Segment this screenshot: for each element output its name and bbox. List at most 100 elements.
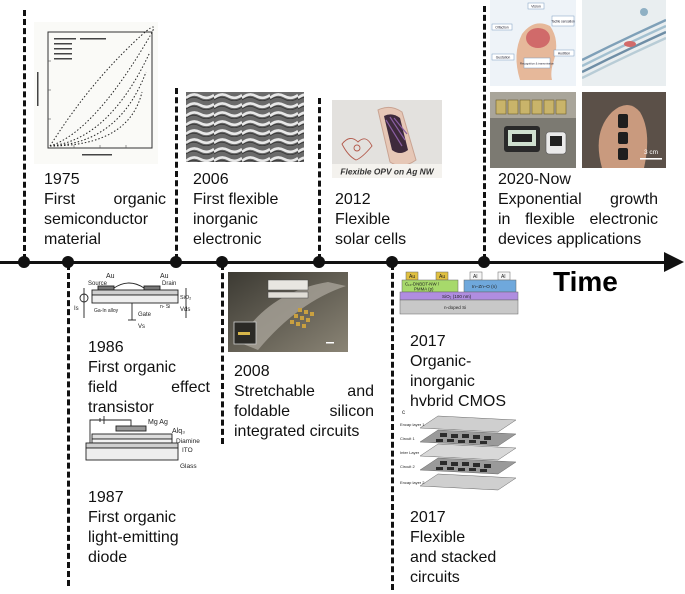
wavy-ribbons-image bbox=[186, 92, 304, 162]
cmos-al-right: Al bbox=[501, 274, 505, 280]
cmos-au-left: Au bbox=[409, 274, 415, 280]
ofet-vds-label: Vds bbox=[180, 307, 190, 313]
sensing-recognition-label: Recognition & transmission bbox=[520, 62, 554, 66]
connector-1975 bbox=[23, 10, 26, 260]
milestone-dot-1986 bbox=[62, 256, 74, 268]
opv-caption: Flexible OPV on Ag NW bbox=[340, 167, 434, 177]
cmos-pmma-label: PMMA (p) bbox=[414, 287, 434, 292]
milestone-text: integrated circuits bbox=[234, 423, 360, 440]
milestone-label-1987: 1987 First organic light-emitting diode bbox=[88, 488, 210, 568]
milestone-label-2017-cmos: 2017 Organic- inorganic hybrid CMOS bbox=[410, 332, 520, 412]
milestone-year: 2017 bbox=[410, 333, 446, 350]
oled-mgag-label: Mg Ag bbox=[148, 419, 168, 426]
milestone-text: First organic bbox=[44, 191, 166, 208]
milestone-dot-2017 bbox=[386, 256, 398, 268]
cmos-sio2-label: SiO₂ (100 nm) bbox=[442, 294, 472, 299]
milestone-text: First organic bbox=[88, 509, 177, 526]
milestone-dot-2008 bbox=[216, 256, 228, 268]
stack-panel-label: c bbox=[402, 410, 405, 416]
milestone-text: hybrid CMOS bbox=[410, 393, 507, 410]
stretchable-silicon-image bbox=[228, 272, 348, 352]
milestone-text: devices applications bbox=[498, 231, 642, 248]
milestone-label-1975: 1975 First organic semiconductor materia… bbox=[44, 170, 166, 250]
connector-2017 bbox=[391, 264, 394, 590]
ofet-source-label: Source bbox=[88, 281, 108, 287]
cmos-al-left: Al bbox=[473, 274, 477, 280]
stack-circuit2-label: Circuit 2 bbox=[400, 464, 415, 469]
ofet-vs-label: Vs bbox=[138, 324, 145, 330]
ofet-gate-label: Gate bbox=[138, 312, 152, 318]
wearable-band-image bbox=[490, 92, 576, 168]
semiconductor-plot-image bbox=[34, 22, 158, 164]
connector-2006 bbox=[175, 88, 178, 260]
milestone-text: inorganic bbox=[193, 211, 258, 228]
hybrid-cmos-image: Au Au Al Al C₁₀-DNBDT-NW / PMMA (p) In–Z… bbox=[398, 270, 520, 318]
milestone-text: transistor bbox=[88, 399, 154, 416]
milestone-text: Exponential growth bbox=[498, 191, 658, 208]
milestone-text: inorganic bbox=[410, 373, 475, 390]
milestone-text: Flexible bbox=[335, 211, 391, 228]
milestone-label-2006: 2006 First flexible inorganic electronic bbox=[193, 170, 311, 250]
ofet-is-label: Is bbox=[74, 306, 79, 312]
finger-sensor-image: 3 cm bbox=[582, 92, 666, 168]
milestone-text: in flexible electronic bbox=[498, 211, 658, 228]
stack-encap1-label: Encap layer 1 bbox=[400, 422, 425, 427]
sensing-olfaction-label: Olfaction bbox=[495, 26, 508, 30]
oled-alq-label: Alq₃ bbox=[172, 428, 185, 435]
time-axis-arrowhead bbox=[664, 252, 684, 272]
milestone-label-2017-stacked: 2017 Flexible and stacked circuits bbox=[410, 508, 520, 588]
ofet-sio2-label: SiO₂ bbox=[180, 295, 191, 301]
milestone-text: semiconductor bbox=[44, 211, 149, 228]
milestone-year: 2006 bbox=[193, 171, 229, 188]
ofet-schematic-image: Au Au Source Drain SiO₂ Is Vds Gate Vs G… bbox=[74, 268, 202, 332]
cmos-si-label: n-doped Si bbox=[444, 305, 466, 310]
sensing-audition-label: Audition bbox=[558, 52, 570, 56]
oled-ito-label: ITO bbox=[182, 447, 193, 454]
connector-1986 bbox=[67, 264, 70, 586]
cmos-c10-label: C₁₀-DNBDT-NW / bbox=[405, 282, 440, 287]
time-axis bbox=[0, 261, 668, 264]
milestone-text: circuits bbox=[410, 569, 460, 586]
milestone-text: Stretchable and bbox=[234, 383, 374, 400]
finger-scale-label: 3 cm bbox=[644, 149, 658, 156]
milestone-label-2012: 2012 Flexible solar cells bbox=[335, 190, 445, 250]
ofet-nsi-label: n- Si bbox=[160, 304, 170, 310]
milestone-year: 2012 bbox=[335, 191, 371, 208]
human-sensing-image: Vision Olfaction Tactile sensation Gusta… bbox=[490, 0, 576, 86]
milestone-label-2008: 2008 Stretchable and foldable silicon in… bbox=[234, 362, 374, 442]
ofet-au-label-right: Au bbox=[160, 273, 169, 280]
milestone-text: diode bbox=[88, 549, 128, 566]
cmos-izo-label: In–Zn–O (n) bbox=[472, 284, 497, 289]
stack-inter-label: Inter Layer bbox=[400, 450, 420, 455]
connector-2008 bbox=[221, 264, 224, 444]
milestone-text: electronic bbox=[193, 231, 262, 248]
milestone-year: 1975 bbox=[44, 171, 80, 188]
connector-2020 bbox=[483, 6, 486, 260]
milestone-text: light-emitting bbox=[88, 529, 179, 546]
milestone-year: 1986 bbox=[88, 339, 124, 356]
milestone-year: 2020-Now bbox=[498, 171, 571, 188]
milestone-dot-2020 bbox=[478, 256, 490, 268]
oled-diamine-label: Diamine bbox=[176, 438, 200, 445]
milestone-year: 2008 bbox=[234, 363, 270, 380]
milestone-dot-1975 bbox=[18, 256, 30, 268]
ofet-au-label-left: Au bbox=[106, 273, 115, 280]
milestone-dot-2012 bbox=[313, 256, 325, 268]
ofet-drain-label: Drain bbox=[162, 281, 176, 287]
ofet-alloy-label: Ga-In alloy bbox=[94, 308, 119, 314]
cmos-au-right: Au bbox=[439, 274, 445, 280]
milestone-text: Flexible bbox=[410, 529, 466, 546]
milestone-text: foldable silicon bbox=[234, 403, 374, 420]
oled-glass-label: Glass bbox=[180, 463, 197, 470]
time-axis-label: Time bbox=[553, 266, 618, 297]
milestone-text: First organic bbox=[88, 359, 177, 376]
milestone-label-2020: 2020-Now Exponential growth in flexible … bbox=[498, 170, 658, 250]
milestone-text: material bbox=[44, 231, 101, 248]
sensing-tactile-label: Tactile sensation bbox=[551, 20, 575, 24]
milestone-dot-2006 bbox=[170, 256, 182, 268]
stack-encap2-label: Encap layer 2 bbox=[400, 480, 425, 485]
milestone-year: 2017 bbox=[410, 509, 446, 526]
flexible-wires-image bbox=[582, 0, 666, 86]
stacked-circuits-image: c Encap layer 1 Circuit 1 Inter Layer Ci… bbox=[398, 406, 522, 504]
